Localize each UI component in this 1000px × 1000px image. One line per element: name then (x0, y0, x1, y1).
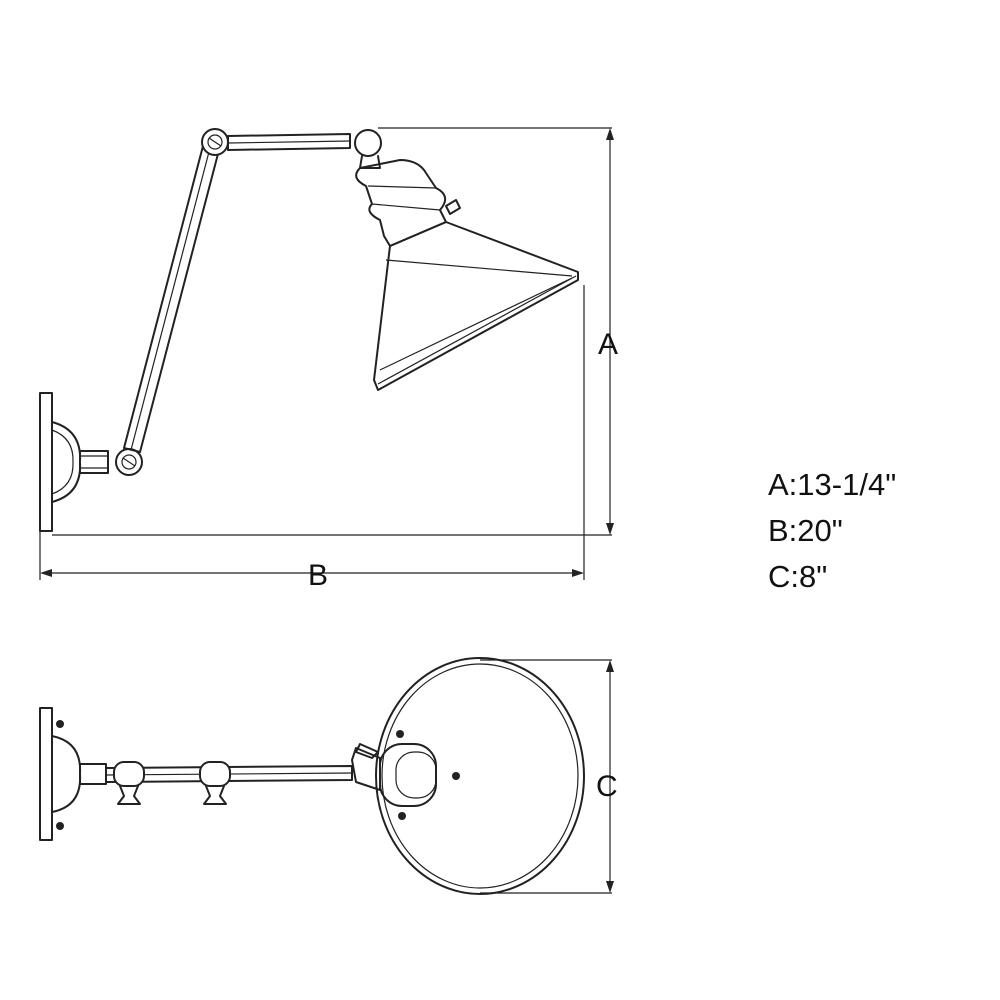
legend-item-a: A:13-1/4" (768, 467, 897, 502)
top-joint-1 (113, 761, 145, 805)
dim-label-b: B (308, 559, 328, 592)
side-view (39, 128, 579, 532)
dimension-legend: A:13-1/4" B:20" C:8" (768, 462, 896, 600)
side-lower-arm (123, 145, 220, 453)
dimension-lines-side: A B (39, 127, 618, 592)
top-view (39, 657, 585, 895)
dimension-lines-top: C (480, 659, 618, 894)
side-upper-arm (227, 133, 351, 151)
legend-item-c: C:8" (768, 559, 828, 594)
side-top-swivel (354, 129, 382, 157)
side-shade (373, 221, 579, 391)
top-shade-rim (375, 657, 585, 895)
legend-item-b: B:20" (768, 513, 843, 548)
top-canopy (51, 735, 82, 813)
side-socket (355, 159, 447, 247)
top-swivel-clamp (351, 747, 381, 791)
top-joint-2 (199, 761, 231, 805)
dim-label-a: A (598, 328, 618, 361)
side-wall-plate (39, 392, 53, 532)
side-neck (79, 450, 109, 474)
top-arm (105, 765, 353, 783)
dim-label-c: C (596, 770, 618, 803)
side-canopy (51, 421, 82, 503)
top-wall-plate (39, 707, 53, 841)
